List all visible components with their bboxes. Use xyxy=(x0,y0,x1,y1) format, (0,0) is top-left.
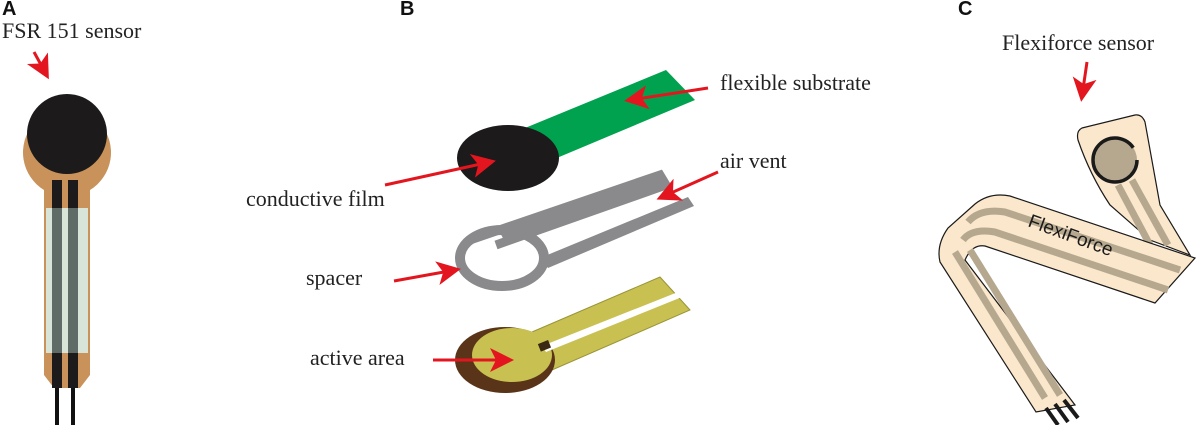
panel-c-letter: C xyxy=(958,0,973,20)
flexible-substrate-arrow xyxy=(624,85,709,110)
active-area-layer xyxy=(455,276,691,393)
fsr-pin-left xyxy=(55,388,59,425)
fsr-pin-right xyxy=(71,388,75,425)
flexiforce-pin-3 xyxy=(1062,398,1080,420)
fsr-trace-right xyxy=(68,208,78,353)
air-vent-label: air vent xyxy=(720,148,787,173)
flexiforce-pin-1 xyxy=(1044,406,1060,425)
flexible-substrate-layer xyxy=(525,70,695,160)
air-vent-arrow xyxy=(656,170,719,201)
flexiforce-sensor: FlexiForce xyxy=(938,114,1197,425)
fsr151-sensor-label: FSR 151 sensor xyxy=(2,18,142,43)
fsr151-sensor xyxy=(22,94,111,425)
panel-a-letter: A xyxy=(2,0,17,20)
flexiforce-sensor-label: Flexiforce sensor xyxy=(1002,30,1155,55)
conductive-film-label: conductive film xyxy=(246,186,385,211)
fsr-trace-bottom-left xyxy=(52,353,62,388)
panel-b-letter: B xyxy=(400,0,415,20)
spacer-arrow xyxy=(393,261,461,286)
flexiforce-arrow xyxy=(1072,61,1097,102)
fsr-trace-top-right xyxy=(68,180,78,208)
active-area-label: active area xyxy=(310,345,405,370)
conductive-film-arrow xyxy=(384,154,496,187)
flexiforce-pin-2 xyxy=(1053,402,1070,424)
fsr-sensing-disc xyxy=(27,94,107,174)
flexiforce-sensing-area xyxy=(1091,136,1139,184)
spacer-label: spacer xyxy=(306,265,363,290)
fsr151-arrow xyxy=(26,51,49,80)
fsr-trace-bottom-right xyxy=(68,353,78,388)
fsr-trace-top-left xyxy=(52,180,62,208)
fsr-trace-left xyxy=(52,208,62,353)
flexible-substrate-label: flexible substrate xyxy=(720,70,871,95)
conductive-film-layer xyxy=(457,125,559,191)
